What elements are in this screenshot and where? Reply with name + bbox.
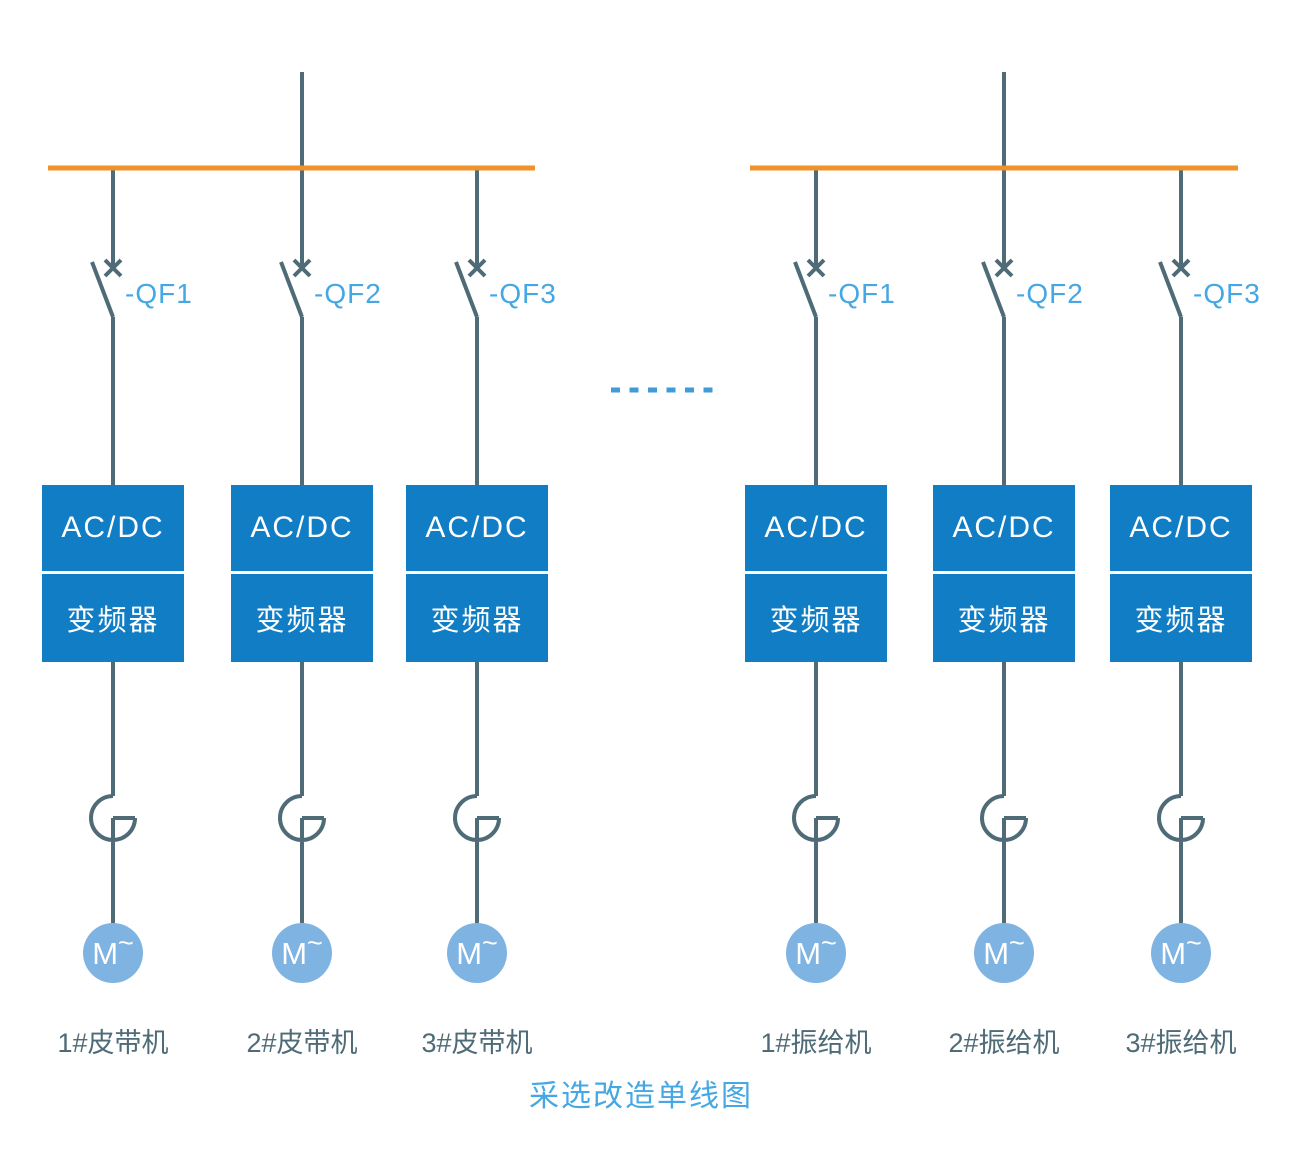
converter-box: AC/DC 变频器 bbox=[406, 485, 548, 662]
converter-vfd-label: 变频器 bbox=[66, 605, 160, 637]
motor-icon: M~ bbox=[447, 923, 507, 983]
load-label: 3#皮带机 bbox=[421, 1028, 533, 1058]
converter-box: AC/DC 变频器 bbox=[933, 485, 1075, 662]
converter-acdc-label: AC/DC bbox=[764, 511, 868, 544]
converter-vfd-label: 变频器 bbox=[255, 605, 349, 637]
converter-box: AC/DC 变频器 bbox=[42, 485, 184, 662]
converter-box: AC/DC 变频器 bbox=[1110, 485, 1252, 662]
motor-tilde: ~ bbox=[482, 927, 498, 958]
load-label: 2#振给机 bbox=[948, 1028, 1060, 1058]
converter-divider bbox=[42, 571, 184, 574]
branch-lines-4 bbox=[792, 168, 840, 923]
motor-tilde: ~ bbox=[307, 927, 323, 958]
converter-acdc-label: AC/DC bbox=[952, 511, 1056, 544]
motor-icon: M~ bbox=[786, 923, 846, 983]
branch-lines-6 bbox=[1157, 168, 1205, 923]
motor-icon: M~ bbox=[1151, 923, 1211, 983]
motor-icon: M~ bbox=[272, 923, 332, 983]
breaker-label: -QF3 bbox=[489, 278, 557, 309]
motor-tilde: ~ bbox=[1009, 927, 1025, 958]
motor-tilde: ~ bbox=[118, 927, 134, 958]
converter-divider bbox=[231, 571, 373, 574]
load-label: 1#振给机 bbox=[760, 1028, 872, 1058]
breaker-label: -QF3 bbox=[1193, 278, 1261, 309]
load-label: 3#振给机 bbox=[1125, 1028, 1237, 1058]
motor-label: M bbox=[1160, 935, 1187, 971]
diagram-title: 采选改造单线图 bbox=[529, 1080, 753, 1113]
converter-box: AC/DC 变频器 bbox=[745, 485, 887, 662]
branch-lines-1 bbox=[89, 168, 137, 923]
load-label: 1#皮带机 bbox=[57, 1028, 169, 1058]
motor-label: M bbox=[456, 935, 483, 971]
motor-label: M bbox=[281, 935, 308, 971]
branch-lines-3 bbox=[453, 168, 501, 923]
converter-acdc-label: AC/DC bbox=[61, 511, 165, 544]
motor-tilde: ~ bbox=[1186, 927, 1202, 958]
breaker-label: -QF2 bbox=[1016, 278, 1084, 309]
load-label: 2#皮带机 bbox=[246, 1028, 358, 1058]
motor-label: M bbox=[795, 935, 822, 971]
converter-box: AC/DC 变频器 bbox=[231, 485, 373, 662]
breaker-label: -QF1 bbox=[828, 278, 896, 309]
motor-tilde: ~ bbox=[821, 927, 837, 958]
converter-vfd-label: 变频器 bbox=[1134, 605, 1228, 637]
converter-divider bbox=[745, 571, 887, 574]
converter-divider bbox=[406, 571, 548, 574]
motor-icon: M~ bbox=[83, 923, 143, 983]
motor-label: M bbox=[983, 935, 1010, 971]
converter-vfd-label: 变频器 bbox=[957, 605, 1051, 637]
converter-divider bbox=[933, 571, 1075, 574]
converter-divider bbox=[1110, 571, 1252, 574]
motor-label: M bbox=[92, 935, 119, 971]
converter-acdc-label: AC/DC bbox=[425, 511, 529, 544]
motor-icon: M~ bbox=[974, 923, 1034, 983]
converter-acdc-label: AC/DC bbox=[250, 511, 354, 544]
breaker-label: -QF2 bbox=[314, 278, 382, 309]
breaker-label: -QF1 bbox=[125, 278, 193, 309]
converter-vfd-label: 变频器 bbox=[430, 605, 524, 637]
converter-acdc-label: AC/DC bbox=[1129, 511, 1233, 544]
converter-vfd-label: 变频器 bbox=[769, 605, 863, 637]
